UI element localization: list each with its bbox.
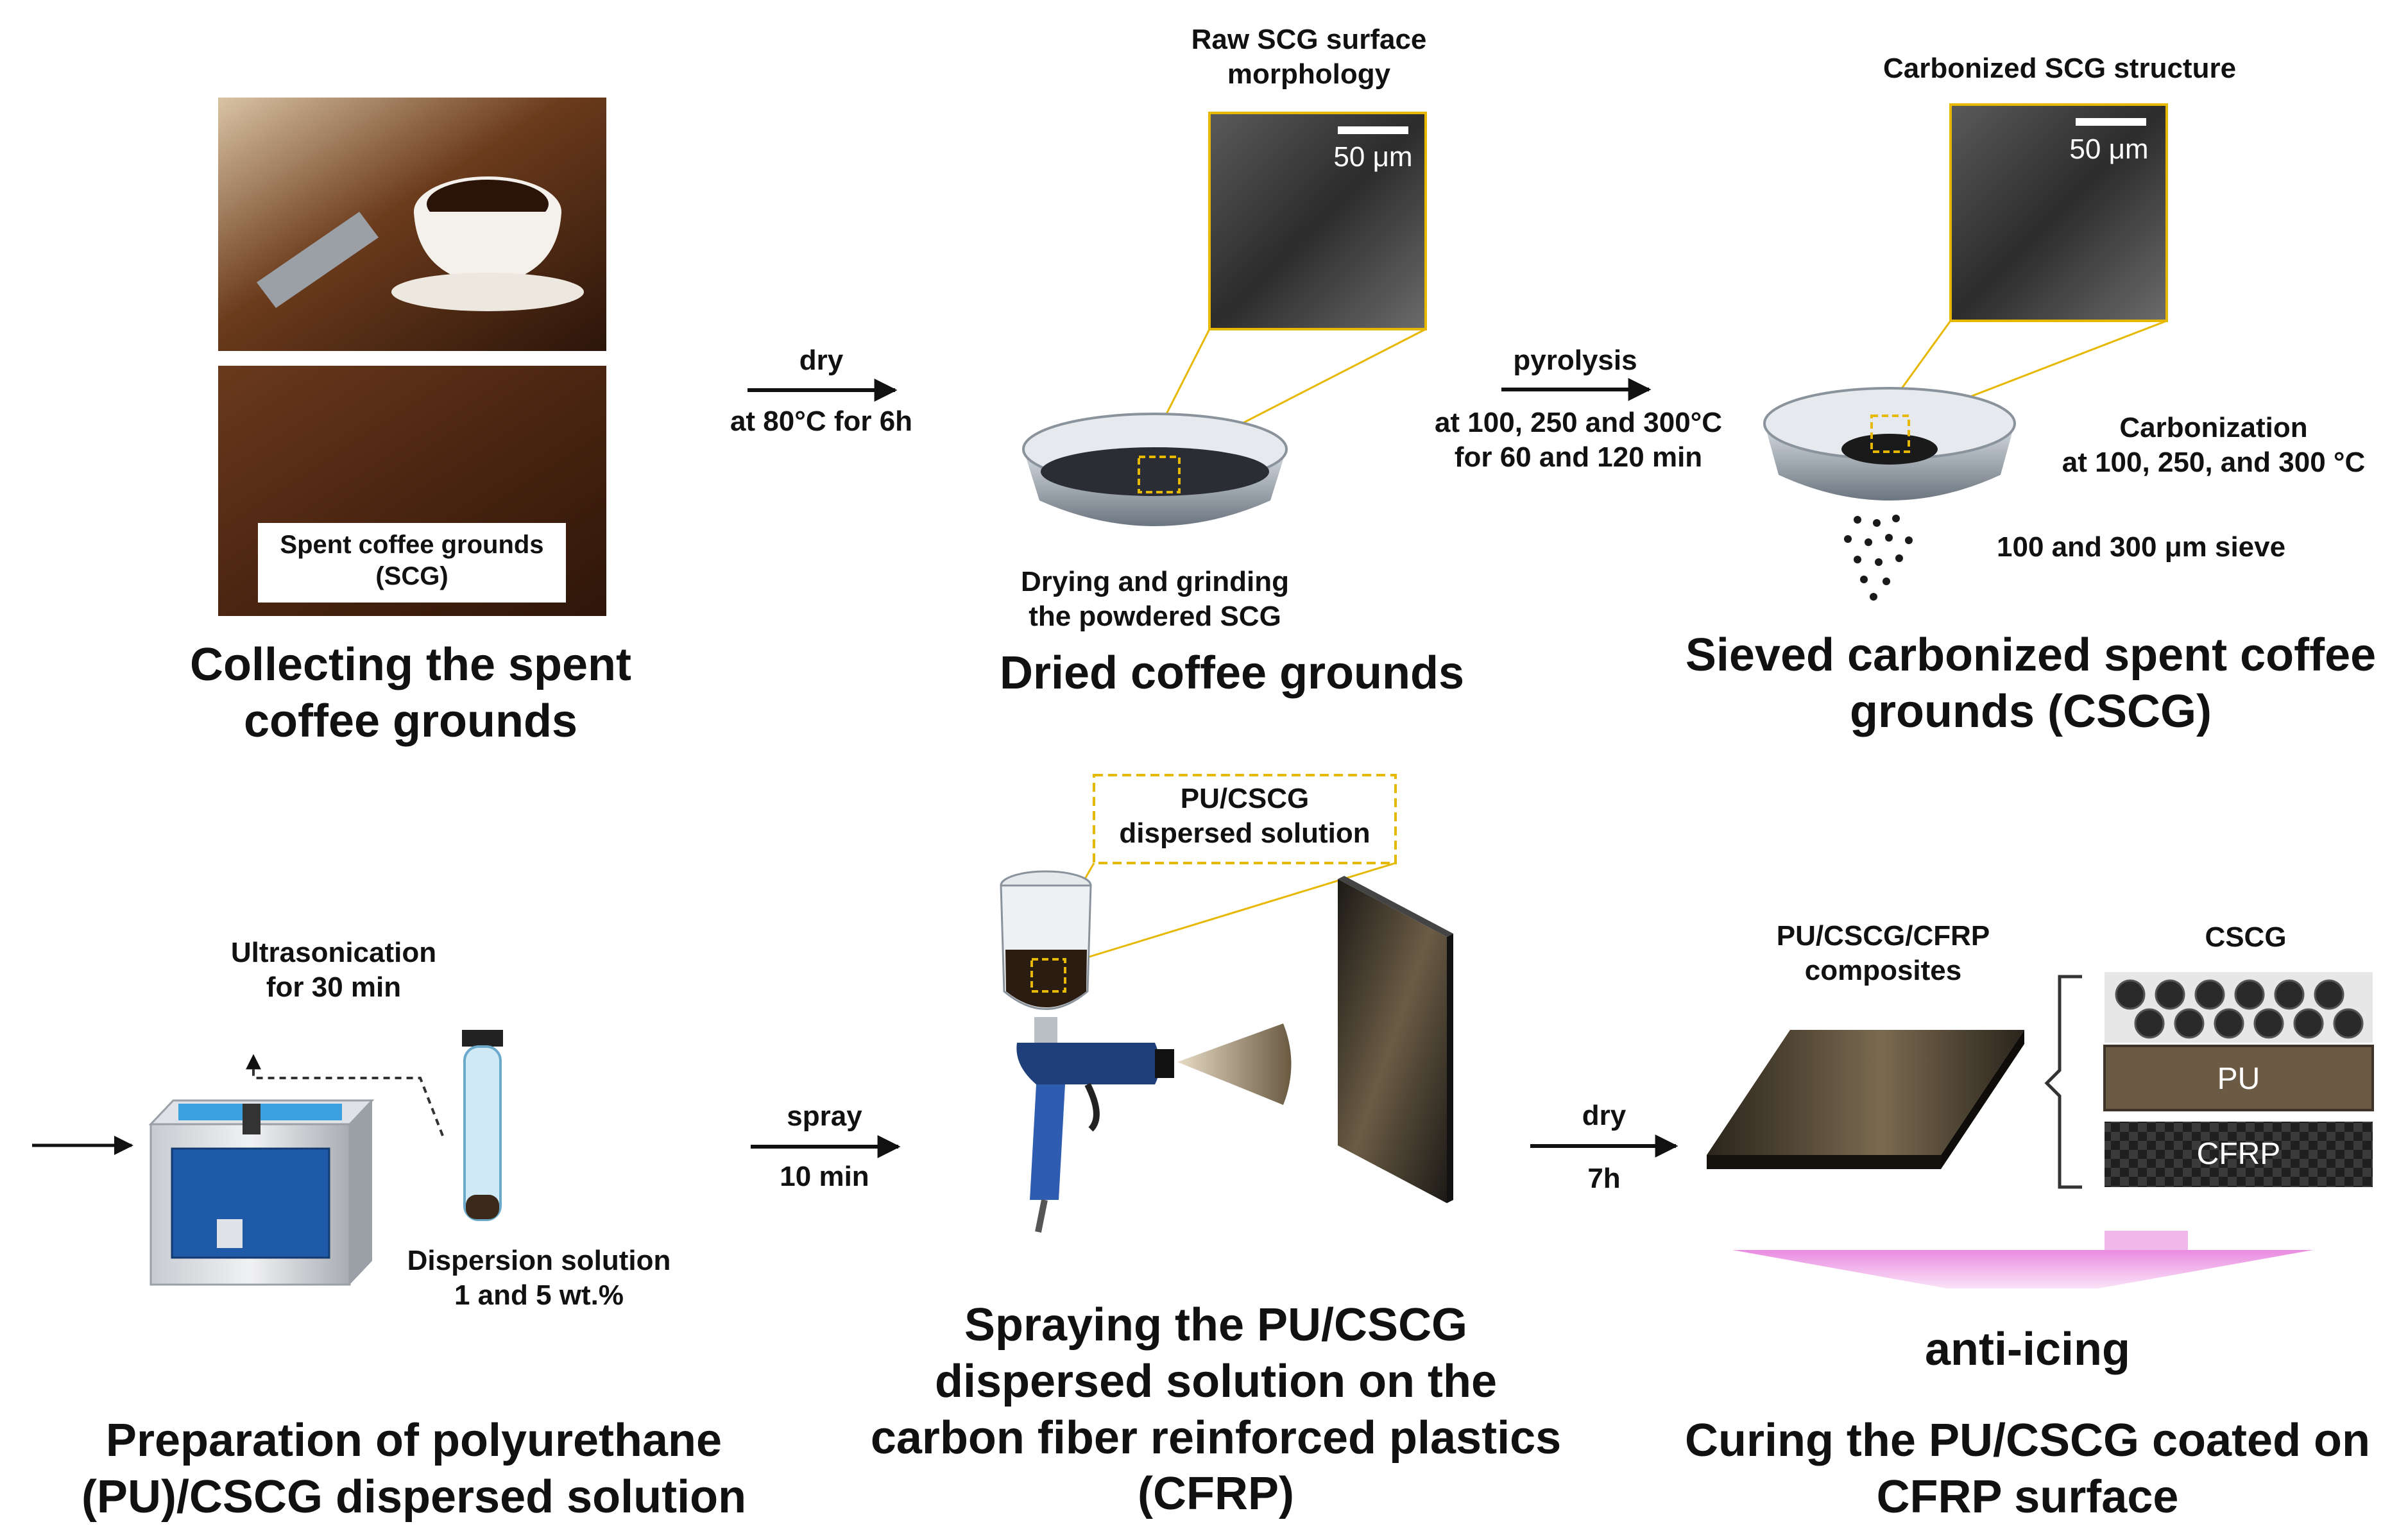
- arrow-dry-1-top: dry: [799, 345, 844, 376]
- cfrp-panel: [1338, 876, 1453, 1203]
- layer-pu-label: PU: [2217, 1062, 2260, 1096]
- dispersion-tube: [462, 1030, 503, 1221]
- petri-dish-carbonized: [1763, 387, 2016, 501]
- anti-icing-arrow: [1732, 1231, 2313, 1288]
- layer-cfrp-label: CFRP: [2196, 1137, 2281, 1171]
- step-collect-title: Collecting the spent coffee grounds: [189, 639, 632, 747]
- raw-sem-label: Raw SCG surface morphology: [1191, 24, 1427, 90]
- raw-sem-scale: 50 μm: [1333, 141, 1413, 173]
- spray-gun: [1000, 870, 1174, 1233]
- carbonized-sem-label: Carbonized SCG structure: [1883, 53, 2237, 84]
- carbonized-sem-scale: 50 μm: [2069, 133, 2149, 165]
- step-cure-title: Curing the PU/CSCG coated on CFRP surfac…: [1684, 1415, 2371, 1523]
- coffee-photo: [218, 98, 606, 351]
- ultrasonication-label: Ultrasonication for 30 min: [230, 937, 437, 1003]
- ultrasonic-bath: [148, 1099, 375, 1286]
- spray-cone: [1177, 1023, 1292, 1105]
- layer-bracket: [2044, 975, 2082, 1189]
- arrow-spray-bottom: 10 min: [780, 1161, 869, 1192]
- grounds-photo: [218, 366, 606, 616]
- layer-cscg-label: CSCG: [2205, 921, 2287, 953]
- arrow-dry-1-bottom: at 80°C for 6h: [730, 406, 913, 437]
- scg-photo-label: Spent coffee grounds (SCG): [280, 531, 544, 590]
- layer-cscg: [2105, 972, 2373, 1043]
- raw-sem-image: [1208, 112, 1427, 330]
- spray-callout-label: PU/CSCG dispersed solution: [1119, 783, 1371, 849]
- arrow-dry-2-bottom: 7h: [1587, 1163, 1621, 1194]
- carbonization-label: Carbonization at 100, 250, and 300 °C: [2062, 412, 2366, 478]
- layer-cfrp: [2105, 1122, 2373, 1187]
- dried-caption: Drying and grinding the powdered SCG: [1021, 566, 1289, 632]
- anti-icing-label: anti-icing: [1925, 1324, 2130, 1375]
- arrow-pyrolysis-top: pyrolysis: [1513, 345, 1637, 376]
- arrow-spray-top: spray: [787, 1100, 862, 1132]
- dispersion-label: Dispersion solution 1 and 5 wt.%: [407, 1245, 671, 1311]
- sieved-particles: [1844, 515, 1913, 601]
- arrow-dry-2-top: dry: [1582, 1100, 1627, 1131]
- composite-label: PU/CSCG/CFRP composites: [1776, 920, 1990, 986]
- arrow-pyrolysis-bottom: at 100, 250 and 300°C for 60 and 120 min: [1434, 407, 1723, 473]
- layer-pu: [2103, 1045, 2374, 1111]
- step-cscg-title: Sieved carbonized spent coffee grounds (…: [1685, 629, 2377, 737]
- step-spray-title: Spraying the PU/CSCG dispersed solution …: [870, 1299, 1562, 1520]
- step-dried-title: Dried coffee grounds: [999, 647, 1465, 699]
- step-prep-title: Preparation of polyurethane (PU)/CSCG di…: [81, 1415, 747, 1523]
- sieve-label: 100 and 300 μm sieve: [1997, 531, 2286, 563]
- carbonized-sem-image: [1949, 103, 2168, 322]
- petri-dish-dried: [1022, 413, 1288, 526]
- composite-slab: [1707, 1030, 2024, 1169]
- callout-box: [1093, 774, 1397, 864]
